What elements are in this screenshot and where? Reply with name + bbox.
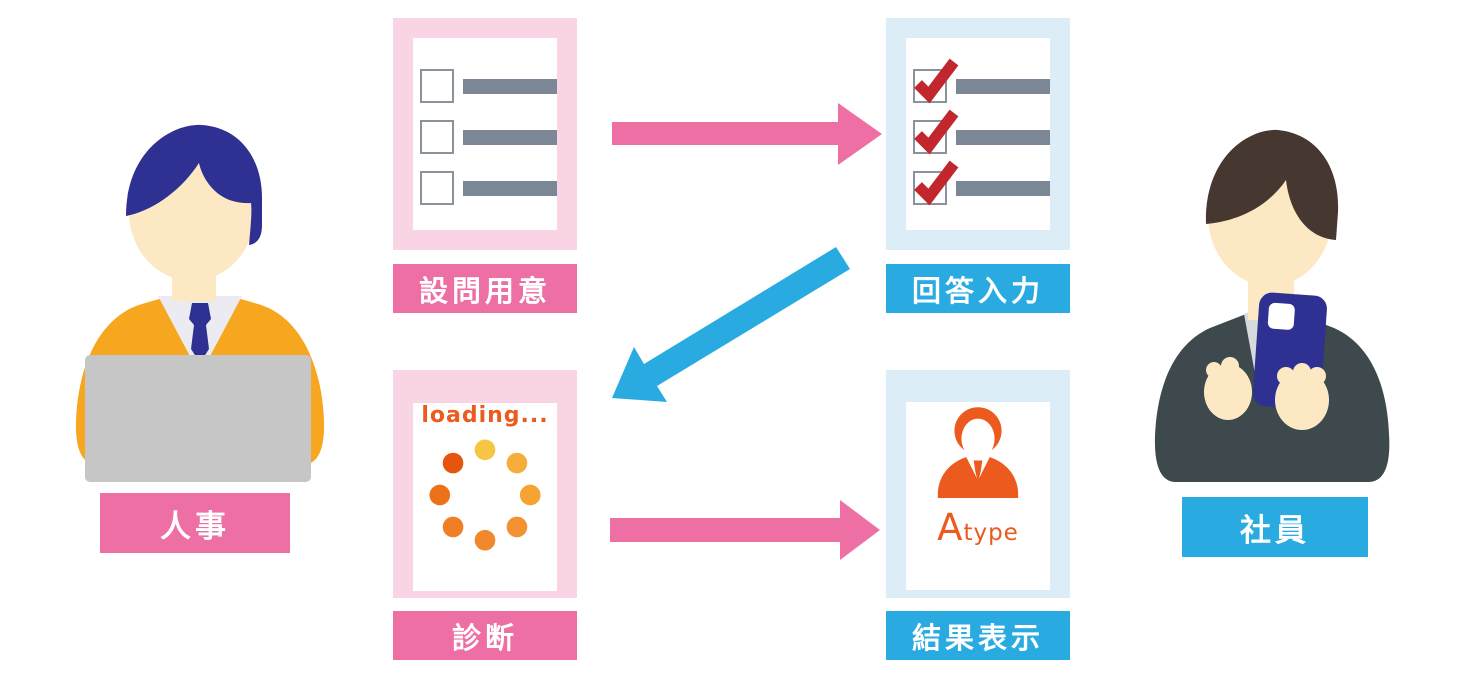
prepare-questions-document: [413, 38, 557, 230]
hr-hair: [126, 124, 263, 245]
text-line-bar: [956, 130, 1050, 145]
employee-label: 社員: [1182, 497, 1368, 557]
employee-person-illustration: [1154, 129, 1390, 482]
prepare-questions-card: [393, 18, 577, 250]
hr-label: 人事: [100, 493, 290, 553]
checklist-row: [913, 109, 1050, 155]
checkmark-icon: [914, 109, 959, 155]
text-line-bar: [463, 79, 557, 94]
hr-necktie-icon: [189, 303, 211, 363]
spinner-dot: [429, 484, 451, 506]
checklist-row: [913, 58, 1050, 104]
arrow-prepare-to-answer: [612, 103, 882, 165]
person-result-icon: [937, 407, 1019, 498]
spinner-dot: [442, 516, 464, 538]
checklist-row: [913, 160, 1050, 206]
result-type-text: Atype: [906, 506, 1050, 549]
checkmark-icon: [914, 160, 959, 206]
result-display-label: 結果表示: [886, 611, 1070, 660]
checkmark-icon: [914, 58, 959, 104]
laptop-icon: [85, 355, 311, 482]
text-line-bar: [956, 181, 1050, 196]
checklist-row: [420, 69, 557, 103]
spinner-dot: [442, 452, 464, 474]
answer-input-card: [886, 18, 1070, 250]
spinner-dot: [506, 516, 528, 538]
spinner-dot: [474, 439, 496, 461]
employee-hair: [1205, 129, 1339, 240]
hr-person-illustration: [75, 124, 325, 482]
text-line-bar: [956, 79, 1050, 94]
result-type-word: type: [963, 520, 1019, 546]
text-line-bar: [463, 181, 557, 196]
loading-spinner-icon: [429, 439, 541, 551]
hand-left: [1204, 357, 1252, 420]
phone-camera-icon: [1267, 302, 1295, 330]
checkbox-checked-icon: [913, 58, 959, 104]
text-line-bar: [463, 130, 557, 145]
checkbox-icon: [420, 69, 454, 103]
spinner-dot: [506, 452, 528, 474]
result-document: Atype: [906, 402, 1050, 590]
checkbox-icon: [420, 171, 454, 205]
checklist-row: [420, 171, 557, 205]
arrow-answer-to-diagnosis: [612, 247, 850, 402]
prepare-questions-label: 設問用意: [393, 264, 577, 313]
arrow-diagnosis-to-result: [610, 500, 880, 560]
result-type-letter: A: [937, 506, 964, 549]
result-display-card: Atype: [886, 370, 1070, 598]
answer-input-document: [906, 38, 1050, 230]
checkbox-checked-icon: [913, 160, 959, 206]
spinner-dot: [474, 529, 496, 551]
checkbox-checked-icon: [913, 109, 959, 155]
diagnosis-card: loading...: [393, 370, 577, 598]
spinner-dot: [519, 484, 541, 506]
hand-right: [1275, 363, 1329, 430]
checklist-row: [420, 120, 557, 154]
checkbox-icon: [420, 120, 454, 154]
diagnosis-document: loading...: [413, 403, 557, 591]
loading-text: loading...: [421, 403, 549, 428]
diagnosis-label: 診断: [393, 611, 577, 660]
answer-input-label: 回答入力: [886, 264, 1070, 313]
